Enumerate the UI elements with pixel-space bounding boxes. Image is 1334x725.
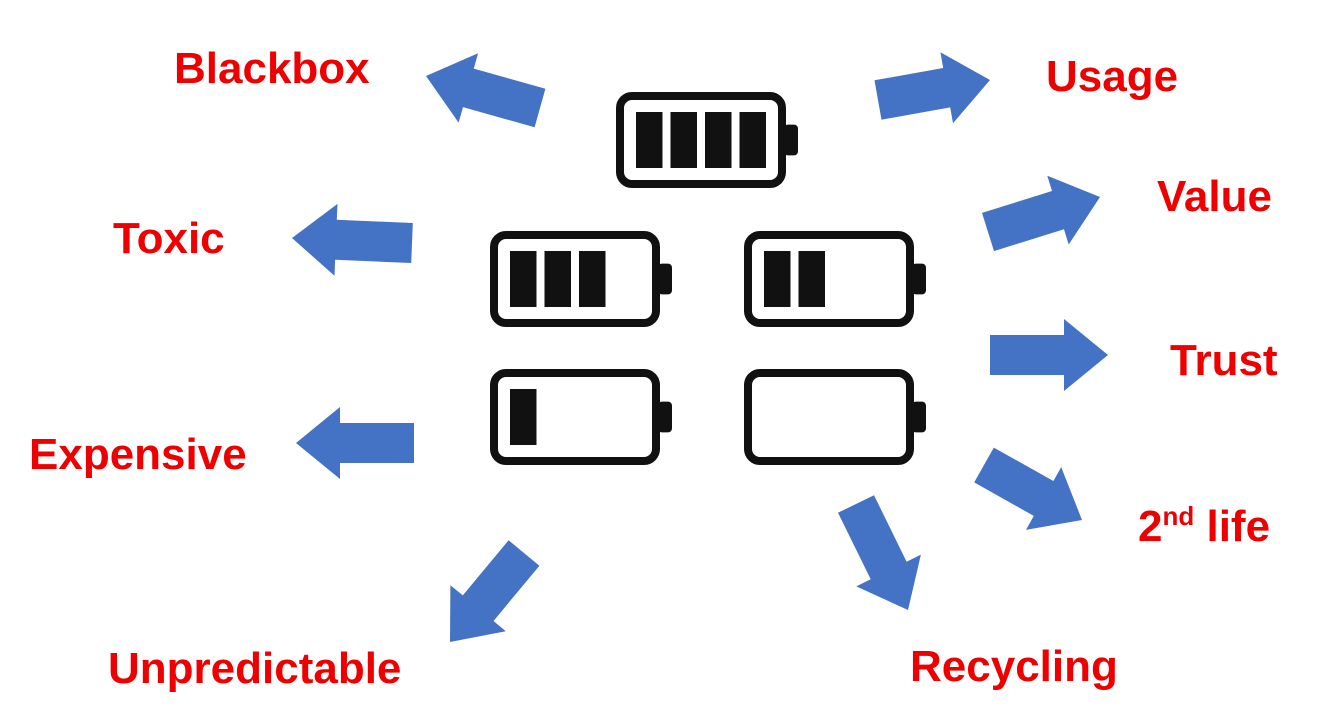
battery-charge-bar — [764, 251, 791, 307]
label-recycling: Recycling — [910, 642, 1118, 691]
battery-body — [616, 92, 786, 188]
label-toxic: Toxic — [113, 214, 225, 263]
arrow-to-usage-icon — [874, 52, 990, 124]
battery-medium-icon — [744, 231, 926, 327]
battery-terminal — [912, 263, 926, 295]
arrow-to-expensive-icon — [296, 407, 414, 479]
battery-charge-bar — [510, 251, 537, 307]
battery-body — [490, 369, 660, 465]
arrow-to-toxic-icon — [292, 203, 413, 276]
battery-charge-bar — [544, 251, 571, 307]
label-second-life: 2nd life — [1138, 502, 1270, 552]
battery-terminal — [912, 401, 926, 433]
battery-body — [744, 231, 914, 327]
battery-body — [744, 369, 914, 465]
battery-charge-bar — [670, 112, 697, 168]
battery-terminal — [658, 263, 672, 295]
battery-low-icon — [490, 369, 672, 465]
battery-high-icon — [490, 231, 672, 327]
battery-charge-bar — [739, 112, 766, 168]
label-expensive: Expensive — [29, 430, 247, 479]
label-second-life-number: 2 — [1138, 502, 1163, 551]
battery-terminal — [658, 401, 672, 433]
arrow-to-recycling-icon — [838, 495, 921, 610]
battery-charge-bar — [510, 389, 537, 445]
arrow-to-second-life-icon — [974, 447, 1082, 530]
label-trust: Trust — [1170, 336, 1278, 385]
arrow-to-trust-icon — [990, 319, 1108, 391]
battery-charge-bar — [798, 251, 825, 307]
arrow-to-unpredictable-icon — [450, 540, 540, 642]
battery-charge-bar — [579, 251, 606, 307]
label-second-life-ordinal: nd — [1162, 501, 1195, 531]
label-value: Value — [1157, 172, 1272, 221]
label-blackbox: Blackbox — [174, 44, 370, 93]
battery-empty-icon — [744, 369, 926, 465]
battery-full-icon — [616, 92, 798, 188]
battery-terminal — [784, 124, 798, 156]
arrow-to-blackbox-icon — [426, 53, 546, 128]
label-second-life-word: life — [1194, 502, 1271, 551]
battery-body — [490, 231, 660, 327]
battery-charge-bar — [636, 112, 663, 168]
label-usage: Usage — [1046, 52, 1179, 101]
arrow-to-value-icon — [982, 175, 1100, 252]
label-unpredictable: Unpredictable — [108, 644, 402, 693]
battery-charge-bar — [705, 112, 732, 168]
